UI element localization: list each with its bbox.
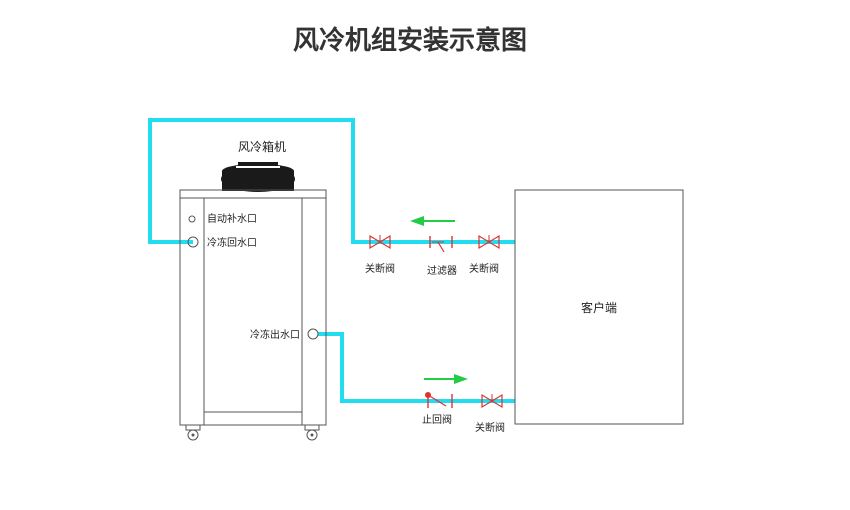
return-pipe	[148, 118, 515, 244]
unit-cabinet	[179, 189, 327, 426]
wheel-left	[185, 424, 201, 441]
filter-icon	[429, 236, 453, 253]
pipes	[148, 118, 515, 403]
supply-flow-arrow-icon	[424, 374, 468, 384]
check-valve-label: 止回阀	[422, 413, 452, 426]
shutoff-valve-3-label: 关断阀	[475, 421, 505, 434]
shutoff-valve-1-label: 关断阀	[365, 262, 395, 275]
auto-fill-port	[188, 215, 196, 223]
shutoff-valve-2	[478, 234, 500, 250]
filter-label: 过滤器	[427, 264, 457, 277]
page-title: 风冷机组安装示意图	[293, 25, 527, 56]
fan-icon	[221, 162, 295, 192]
shutoff-valve-3	[481, 393, 503, 409]
outlet-port-label: 冷冻出水口	[250, 328, 300, 341]
check-valve-icon	[425, 392, 453, 408]
customer-side-box	[514, 189, 684, 425]
fan-unit-label: 风冷箱机	[238, 139, 286, 154]
outlet-port	[307, 328, 319, 340]
return-flow-arrow-icon	[410, 216, 455, 226]
shutoff-valve-1	[369, 234, 391, 250]
cooling-unit: 风冷箱机 自动补水口 冷冻回水口 冷冻出水口	[179, 139, 327, 441]
return-port-label: 冷冻回水口	[207, 236, 257, 249]
shutoff-valve-2-label: 关断阀	[469, 262, 499, 275]
wheel-right	[304, 424, 320, 441]
return-port	[187, 236, 199, 248]
customer-side-label: 客户端	[581, 300, 617, 315]
auto-fill-label: 自动补水口	[207, 212, 257, 225]
supply-pipe	[318, 332, 515, 403]
